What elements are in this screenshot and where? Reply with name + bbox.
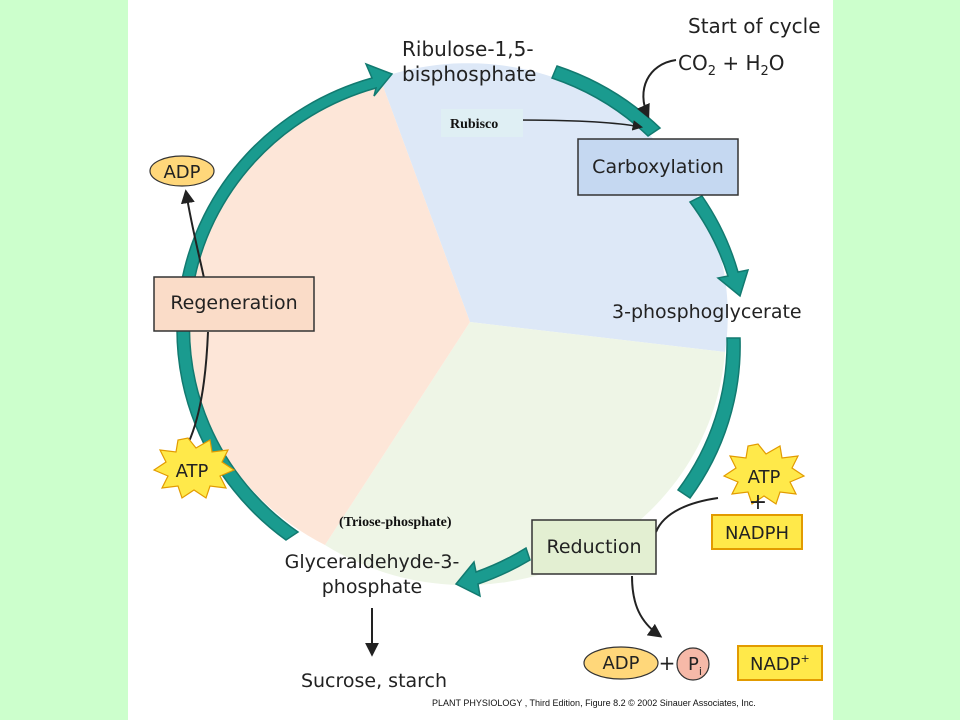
adp-bottom-oval — [583, 646, 659, 680]
rubp-label-line1: Ribulose-1,5- — [402, 37, 534, 61]
adp-left-arrow — [180, 189, 205, 279]
carboxylation-arrow — [688, 195, 750, 298]
sucrose-starch-label: Sucrose, starch — [301, 670, 447, 692]
nadp-box — [737, 645, 823, 681]
adp-left-label: ADP — [163, 162, 200, 183]
nadph-box — [711, 514, 803, 550]
reduction-arrow — [454, 546, 531, 598]
atp-right-label: ATP — [748, 467, 781, 488]
carboxylation-label: Carboxylation — [592, 156, 724, 178]
start-of-cycle-label: Start of cycle — [688, 14, 821, 38]
pga-label: 3-phosphoglycerate — [612, 301, 802, 323]
g3p-label-line1: Glyceraldehyde-3- — [285, 551, 460, 573]
carboxylation-arrow-top — [550, 65, 662, 137]
pi-label: Pi — [688, 654, 702, 678]
adp-bottom-label: ADP — [602, 653, 639, 674]
atp-right-line — [655, 497, 719, 533]
nadp-label: NADP+ — [750, 652, 810, 675]
caption-bar — [128, 693, 833, 720]
rubp-label-line2: bisphosphate — [402, 62, 536, 86]
nadph-label: NADPH — [725, 523, 789, 544]
atp-right-burst — [722, 443, 806, 505]
figure-caption: PLANT PHYSIOLOGY , Third Edition, Figure… — [432, 698, 756, 708]
co2-h2o-label: CO2 + H2O — [678, 51, 785, 79]
regeneration-sector — [185, 78, 471, 545]
triose-phosphate-label: (Triose-phosphate) — [339, 515, 452, 530]
cycle-arrows — [176, 62, 750, 598]
reduction-box — [531, 519, 657, 575]
reduction-arrow-upper — [676, 337, 741, 500]
atp-left-burst — [152, 437, 236, 499]
atp-left-line — [185, 331, 209, 449]
co2-input-arrow — [636, 59, 677, 119]
adp-left-oval — [149, 155, 215, 187]
reduction-label: Reduction — [547, 536, 642, 558]
rubisco-pointer — [514, 119, 644, 131]
regeneration-box — [153, 276, 315, 332]
rubisco-highlight — [441, 109, 523, 137]
regeneration-label: Regeneration — [170, 292, 297, 314]
plus-bottom-label: + — [659, 651, 676, 675]
plus-right-label: + — [749, 490, 767, 515]
rubisco-label: Rubisco — [450, 117, 498, 132]
g3p-label-line2: phosphate — [322, 576, 423, 598]
reduction-output-arrow — [631, 575, 663, 638]
carboxylation-box — [577, 138, 739, 196]
regeneration-arrow — [176, 62, 394, 541]
atp-left-label: ATP — [176, 461, 209, 482]
pi-circle — [676, 647, 710, 681]
